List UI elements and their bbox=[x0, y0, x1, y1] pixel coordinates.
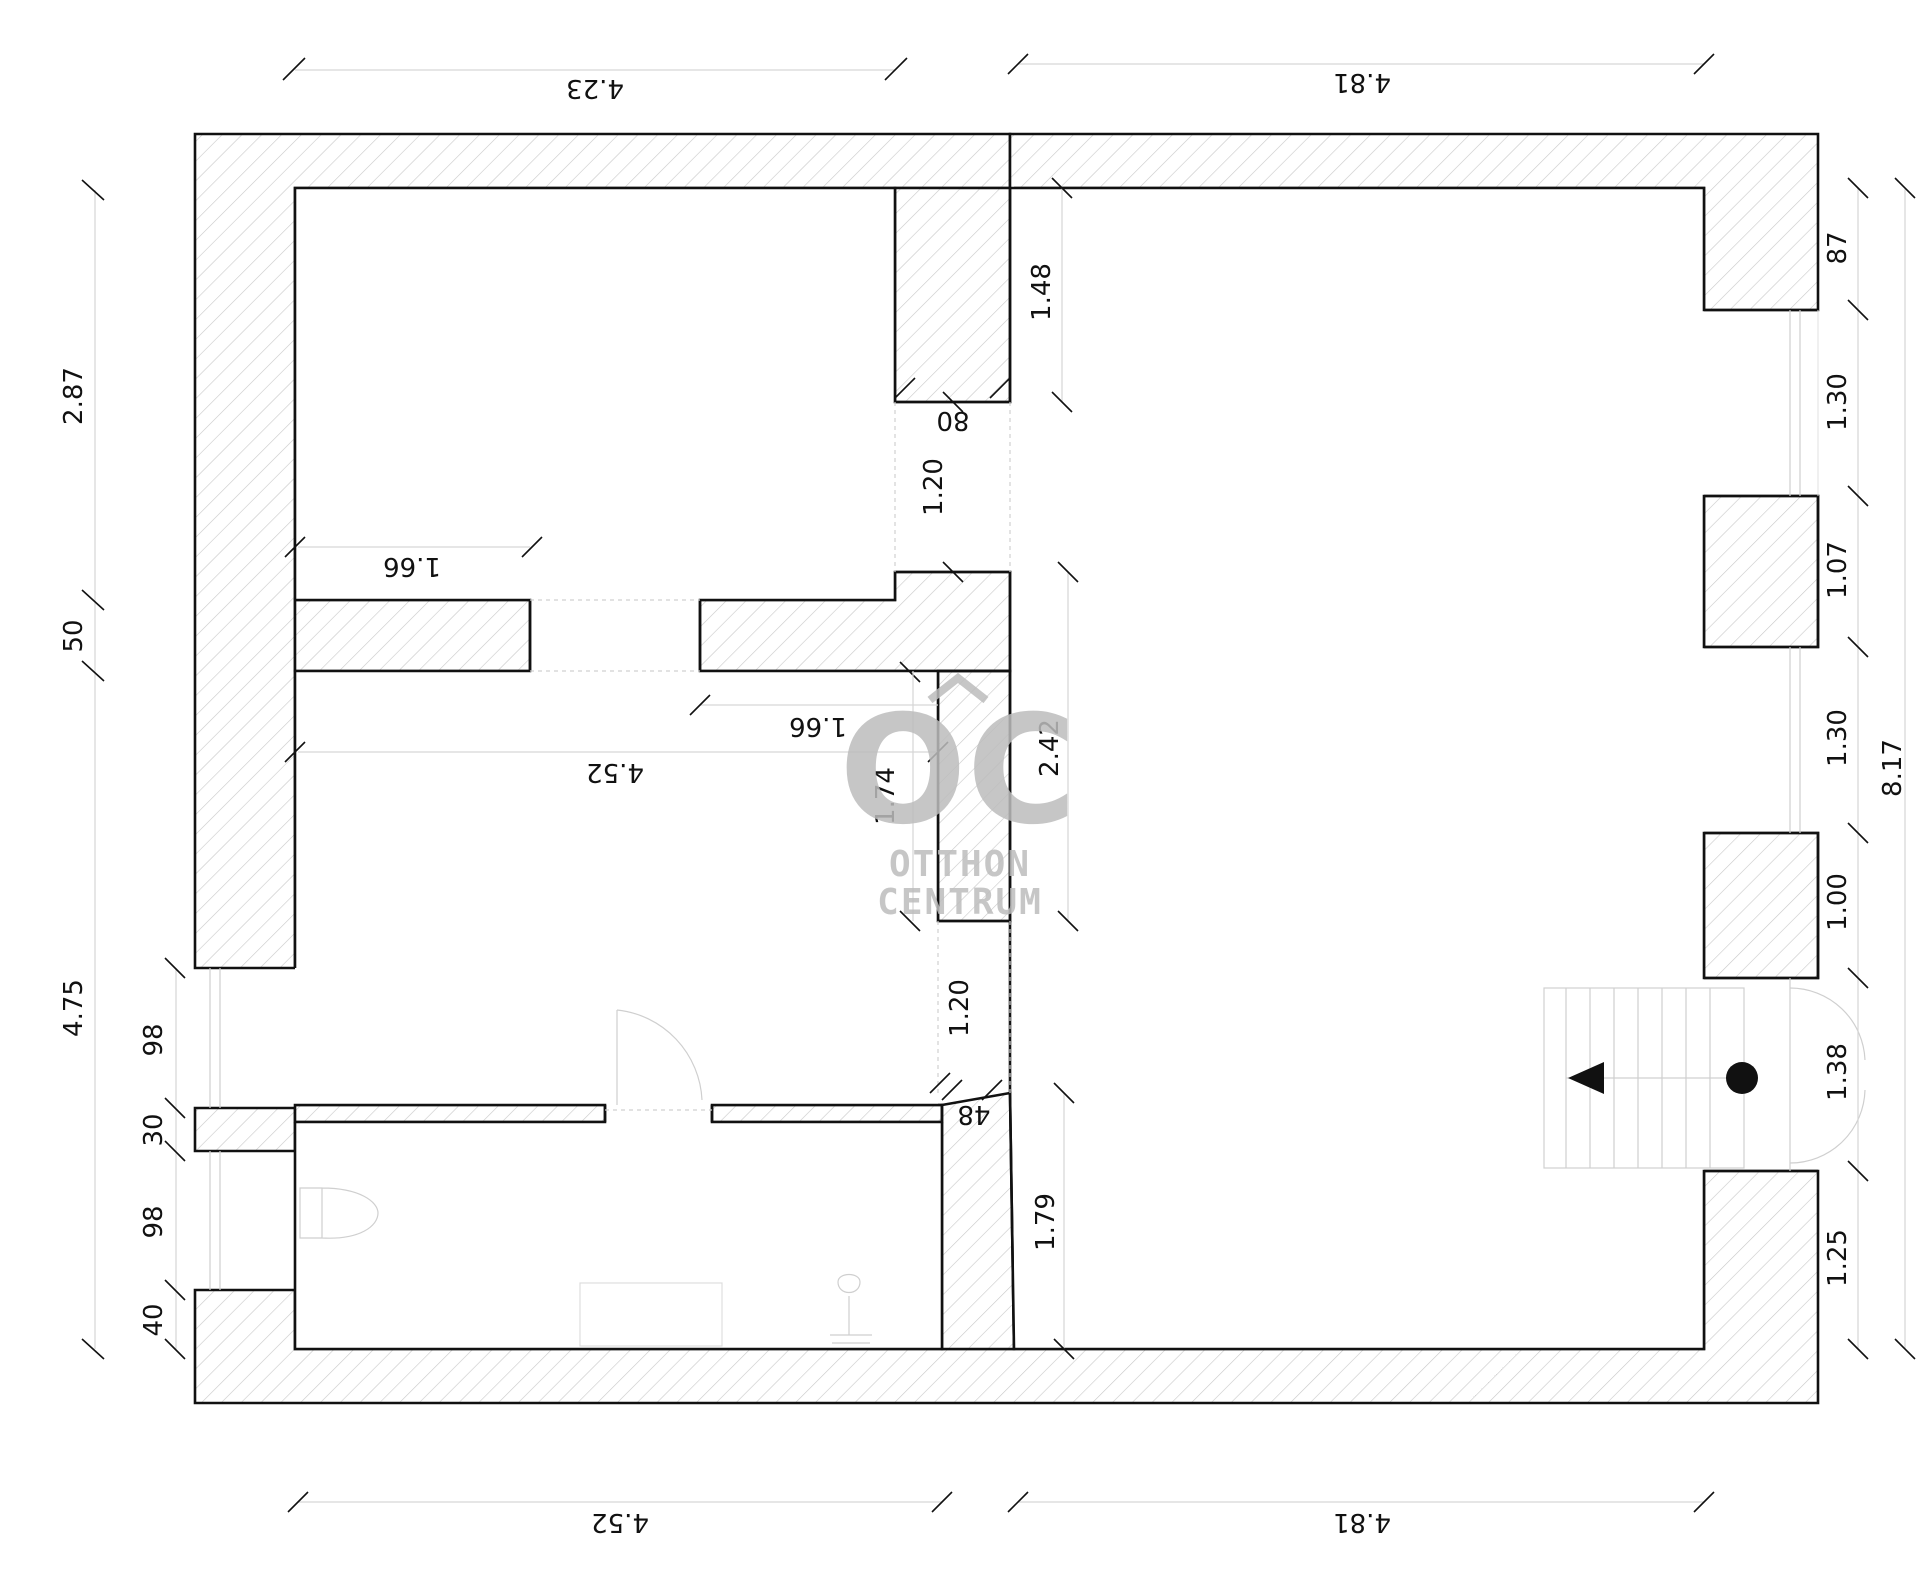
dim-inner-1-20-lower: 1.20 bbox=[945, 979, 975, 1037]
dim-right-87: 87 bbox=[1823, 231, 1853, 264]
windows bbox=[209, 310, 1819, 1290]
dim-inner-1-20-upper: 1.20 bbox=[919, 458, 949, 516]
dim-right-1-30-lower: 1.30 bbox=[1823, 709, 1853, 767]
dim-bottom-left: 4.52 bbox=[591, 1507, 649, 1537]
watermark-line2: CENTRUM bbox=[877, 882, 1043, 923]
entrance-door bbox=[1789, 978, 1866, 1171]
dim-inner-4-52: 4.52 bbox=[586, 757, 644, 787]
dim-left-2-87: 2.87 bbox=[59, 367, 89, 425]
dim-inner-1-66-upper: 1.66 bbox=[383, 551, 441, 581]
dim-inner-1-74: 1.74 bbox=[871, 767, 901, 825]
dim-inner-1-48: 1.48 bbox=[1027, 263, 1057, 321]
interior-wall-upper-column bbox=[893, 186, 1012, 404]
wc-fixtures bbox=[299, 1187, 872, 1347]
door-openings bbox=[530, 402, 1011, 1111]
stairs-direction-arrow-icon bbox=[1568, 1062, 1604, 1094]
dim-left-30: 30 bbox=[139, 1113, 169, 1146]
dim-top-right: 4.81 bbox=[1333, 67, 1391, 97]
dimension-lines bbox=[81, 53, 1916, 1513]
dimension-labels: 4.23 4.81 4.52 4.81 1.66 1.66 4.52 80 48… bbox=[59, 67, 1908, 1537]
watermark-line1: OTTHON bbox=[889, 844, 1031, 885]
stairs bbox=[1543, 987, 1758, 1169]
interior-wall-divider-lower bbox=[940, 1091, 1016, 1351]
dim-inner-48: 48 bbox=[957, 1099, 990, 1129]
watermark-caret-icon bbox=[927, 672, 989, 704]
watermark: OC OTTHON CENTRUM bbox=[839, 672, 1077, 923]
stairs-start-dot-icon bbox=[1726, 1062, 1758, 1094]
dim-right-1-07: 1.07 bbox=[1823, 541, 1853, 599]
outer-wall-right-pier-2 bbox=[1702, 831, 1820, 980]
dim-inner-2-42: 2.42 bbox=[1035, 719, 1065, 777]
dim-right-1-38: 1.38 bbox=[1823, 1043, 1853, 1101]
dim-top-left: 4.23 bbox=[566, 73, 624, 103]
room-fills bbox=[295, 188, 1704, 1349]
dim-left-98-lower: 98 bbox=[139, 1205, 169, 1238]
dim-left-4-75: 4.75 bbox=[59, 979, 89, 1037]
dim-inner-1-66-lower: 1.66 bbox=[789, 711, 847, 741]
dim-bottom-right: 4.81 bbox=[1333, 1507, 1391, 1537]
watermark-logo: OC bbox=[839, 684, 1077, 858]
dim-right-1-00: 1.00 bbox=[1823, 873, 1853, 931]
dim-inner-1-79: 1.79 bbox=[1031, 1193, 1061, 1251]
dim-left-98-upper: 98 bbox=[139, 1023, 169, 1056]
dim-right-total: 8.17 bbox=[1878, 739, 1908, 797]
outer-wall-left-stub bbox=[193, 1106, 297, 1153]
toilet-icon bbox=[299, 1187, 379, 1239]
dim-right-1-30-upper: 1.30 bbox=[1823, 373, 1853, 431]
bathtub-outline bbox=[579, 1282, 723, 1347]
dim-left-50: 50 bbox=[59, 619, 89, 652]
interior-wall-wc-left bbox=[293, 1103, 607, 1124]
outer-wall-right-pier-1 bbox=[1702, 494, 1820, 649]
dim-inner-80: 80 bbox=[936, 405, 969, 435]
sink-icon bbox=[830, 1273, 872, 1344]
wc-door-swing bbox=[616, 1009, 703, 1105]
dim-left-40: 40 bbox=[139, 1303, 169, 1336]
dim-right-1-25: 1.25 bbox=[1823, 1229, 1853, 1287]
interior-wall-middle-left bbox=[293, 598, 532, 673]
